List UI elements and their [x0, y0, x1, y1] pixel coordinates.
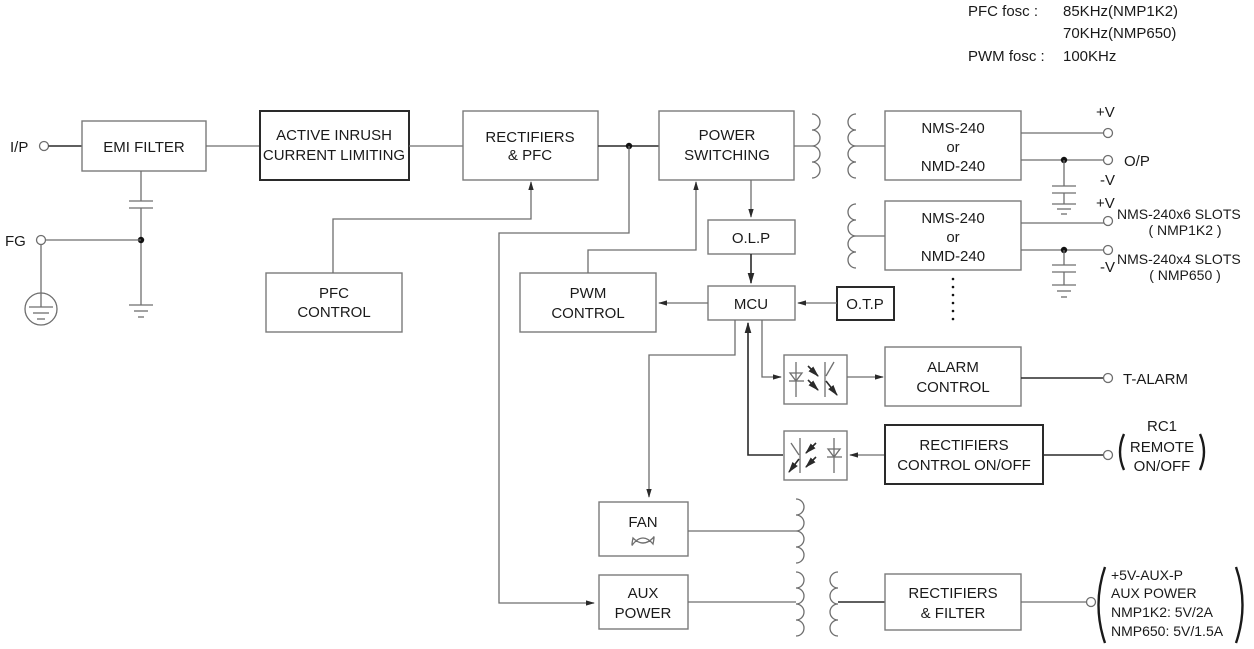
rc1-line-2: ON/OFF	[1134, 458, 1191, 475]
aux-transformer-icon	[795, 571, 839, 637]
module-2-label-1: NMS-240	[921, 210, 984, 227]
rectifiers-control-label-1: RECTIFIERS	[919, 437, 1008, 454]
capacitor-ground-1-icon	[1052, 160, 1076, 215]
aux-power-label-2: POWER	[615, 605, 672, 622]
aux-power-block	[598, 574, 689, 630]
optocoupler-1-icon	[783, 354, 848, 405]
aux-line-3: NMP1K2: 5V/2A	[1111, 604, 1214, 620]
slots-2-label: NMS-240x4 SLOTS	[1117, 251, 1241, 267]
fan-icon	[631, 536, 655, 546]
aux-terminal	[1085, 596, 1097, 608]
more-modules-dots	[951, 277, 955, 321]
plus-v-1-terminal	[1102, 127, 1114, 139]
pwm-control-block	[519, 272, 657, 333]
module-1-label-2: or	[946, 139, 959, 156]
emi-filter-label: EMI FILTER	[103, 139, 185, 156]
minus-v-2-terminal	[1102, 244, 1114, 256]
aux-power-label-1: AUX	[628, 585, 659, 602]
mcu-block	[707, 285, 796, 321]
pwm-control-label-1: PWM	[570, 285, 607, 302]
module-1-label-3: NMD-240	[921, 158, 985, 175]
t-alarm-terminal	[1102, 372, 1114, 384]
rectifiers-pfc-label-1: RECTIFIERS	[485, 129, 574, 146]
pfc-fosc-value-1: 85KHz(NMP1K2)	[1063, 3, 1178, 20]
rectifiers-pfc-block	[462, 110, 599, 181]
power-switching-block	[658, 110, 795, 181]
capacitor-ground-2-icon	[1052, 250, 1076, 298]
rectifiers-filter-label-2: & FILTER	[921, 605, 986, 622]
secondary-coil-2-icon	[847, 203, 857, 269]
minus-v-1-label: -V	[1100, 172, 1115, 189]
module-2-label-2: or	[946, 229, 959, 246]
otp-label: O.T.P	[846, 296, 884, 313]
op-label: O/P	[1124, 153, 1150, 170]
frequency-notes: PFC fosc : 85KHz(NMP1K2) 70KHz(NMP650) P…	[968, 3, 1178, 65]
active-inrush-block	[259, 110, 410, 181]
op-terminal	[1102, 154, 1114, 166]
alarm-control-block	[884, 346, 1022, 407]
plus-v-1-label: +V	[1096, 104, 1115, 121]
pfc-control-label-1: PFC	[319, 285, 349, 302]
olp-label: O.L.P	[732, 230, 770, 247]
rc1-terminal	[1102, 449, 1114, 461]
aux-line-2: AUX POWER	[1111, 585, 1197, 601]
plus-v-2-terminal	[1102, 215, 1114, 227]
aux-line-1: +5V-AUX-P	[1111, 567, 1183, 583]
module-2-block	[884, 200, 1022, 271]
mcu-label: MCU	[734, 296, 768, 313]
pwm-fosc-value: 100KHz	[1063, 48, 1116, 65]
module-2-label-3: NMD-240	[921, 248, 985, 265]
main-transformer-icon	[811, 113, 857, 179]
pwm-control-label-2: CONTROL	[551, 305, 624, 322]
optocoupler-2-icon	[783, 430, 848, 481]
fan-label: FAN	[628, 514, 657, 531]
active-inrush-label-2: CURRENT LIMITING	[263, 147, 405, 164]
slots-1-label: NMS-240x6 SLOTS	[1117, 206, 1241, 222]
active-inrush-label-1: ACTIVE INRUSH	[276, 127, 392, 144]
rectifiers-pfc-label-2: & PFC	[508, 147, 552, 164]
pfc-fosc-label: PFC fosc :	[968, 3, 1038, 20]
slots-2-model-label: ( NMP650 )	[1149, 267, 1221, 283]
earth-ground-icon	[24, 292, 58, 326]
alarm-control-label-1: ALARM	[927, 359, 979, 376]
pwm-fosc-label: PWM fosc :	[968, 48, 1045, 65]
rc1-label: RC1	[1147, 418, 1177, 435]
rectifiers-control-block	[884, 424, 1044, 485]
pfc-fosc-value-2: 70KHz(NMP650)	[1063, 25, 1176, 42]
rc1-line-1: REMOTE	[1130, 439, 1194, 456]
minus-v-2-label: -V	[1100, 259, 1115, 276]
ip-terminal	[38, 140, 50, 152]
fg-terminal	[35, 234, 47, 246]
power-switching-label-1: POWER	[699, 127, 756, 144]
slots-1-model-label: ( NMP1K2 )	[1148, 222, 1221, 238]
rectifiers-filter-label-1: RECTIFIERS	[908, 585, 997, 602]
t-alarm-label: T-ALARM	[1123, 371, 1188, 388]
pfc-control-block	[265, 272, 403, 333]
olp-block	[707, 219, 796, 255]
alarm-control-label-2: CONTROL	[916, 379, 989, 396]
power-switching-label-2: SWITCHING	[684, 147, 770, 164]
rectifiers-control-label-2: CONTROL ON/OFF	[897, 457, 1031, 474]
fan-block	[598, 501, 689, 557]
module-1-label-1: NMS-240	[921, 120, 984, 137]
module-1-block	[884, 110, 1022, 181]
fan-coil-icon	[795, 498, 805, 564]
pfc-control-label-2: CONTROL	[297, 304, 370, 321]
plus-v-2-label: +V	[1096, 195, 1115, 212]
fg-label: FG	[5, 233, 26, 250]
aux-line-4: NMP650: 5V/1.5A	[1111, 623, 1224, 639]
ip-label: I/P	[10, 139, 28, 156]
